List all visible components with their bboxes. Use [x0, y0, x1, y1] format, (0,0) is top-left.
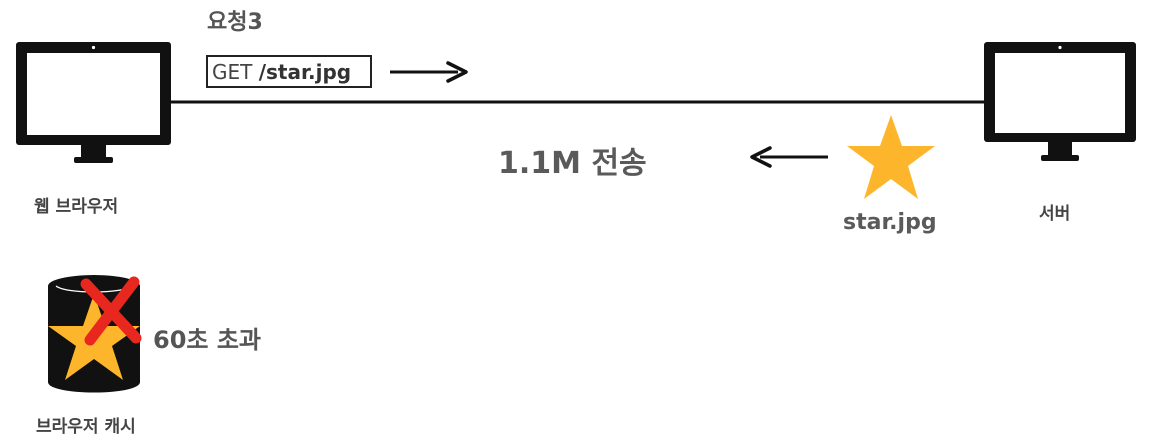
browser-cache-label: 브라우저 캐시	[36, 417, 136, 437]
request-line-box: GET /star.jpg	[206, 55, 372, 88]
star-icon	[847, 115, 935, 199]
resource-name: star.jpg	[843, 210, 937, 235]
browser-label: 웹 브라우저	[34, 197, 119, 217]
browser-monitor-icon	[16, 42, 171, 163]
transfer-size-text: 1.1M 전송	[498, 146, 647, 181]
arrow-right-icon	[390, 61, 468, 83]
server-label: 서버	[1039, 204, 1071, 224]
request-title: 요청3	[207, 10, 263, 35]
request-method: GET	[212, 59, 253, 84]
server-monitor-icon	[984, 42, 1136, 161]
request-path: /star.jpg	[258, 59, 352, 84]
cache-expired-text: 60초 초과	[153, 326, 261, 354]
arrow-left-icon	[750, 146, 828, 168]
cross-icon	[80, 276, 142, 346]
